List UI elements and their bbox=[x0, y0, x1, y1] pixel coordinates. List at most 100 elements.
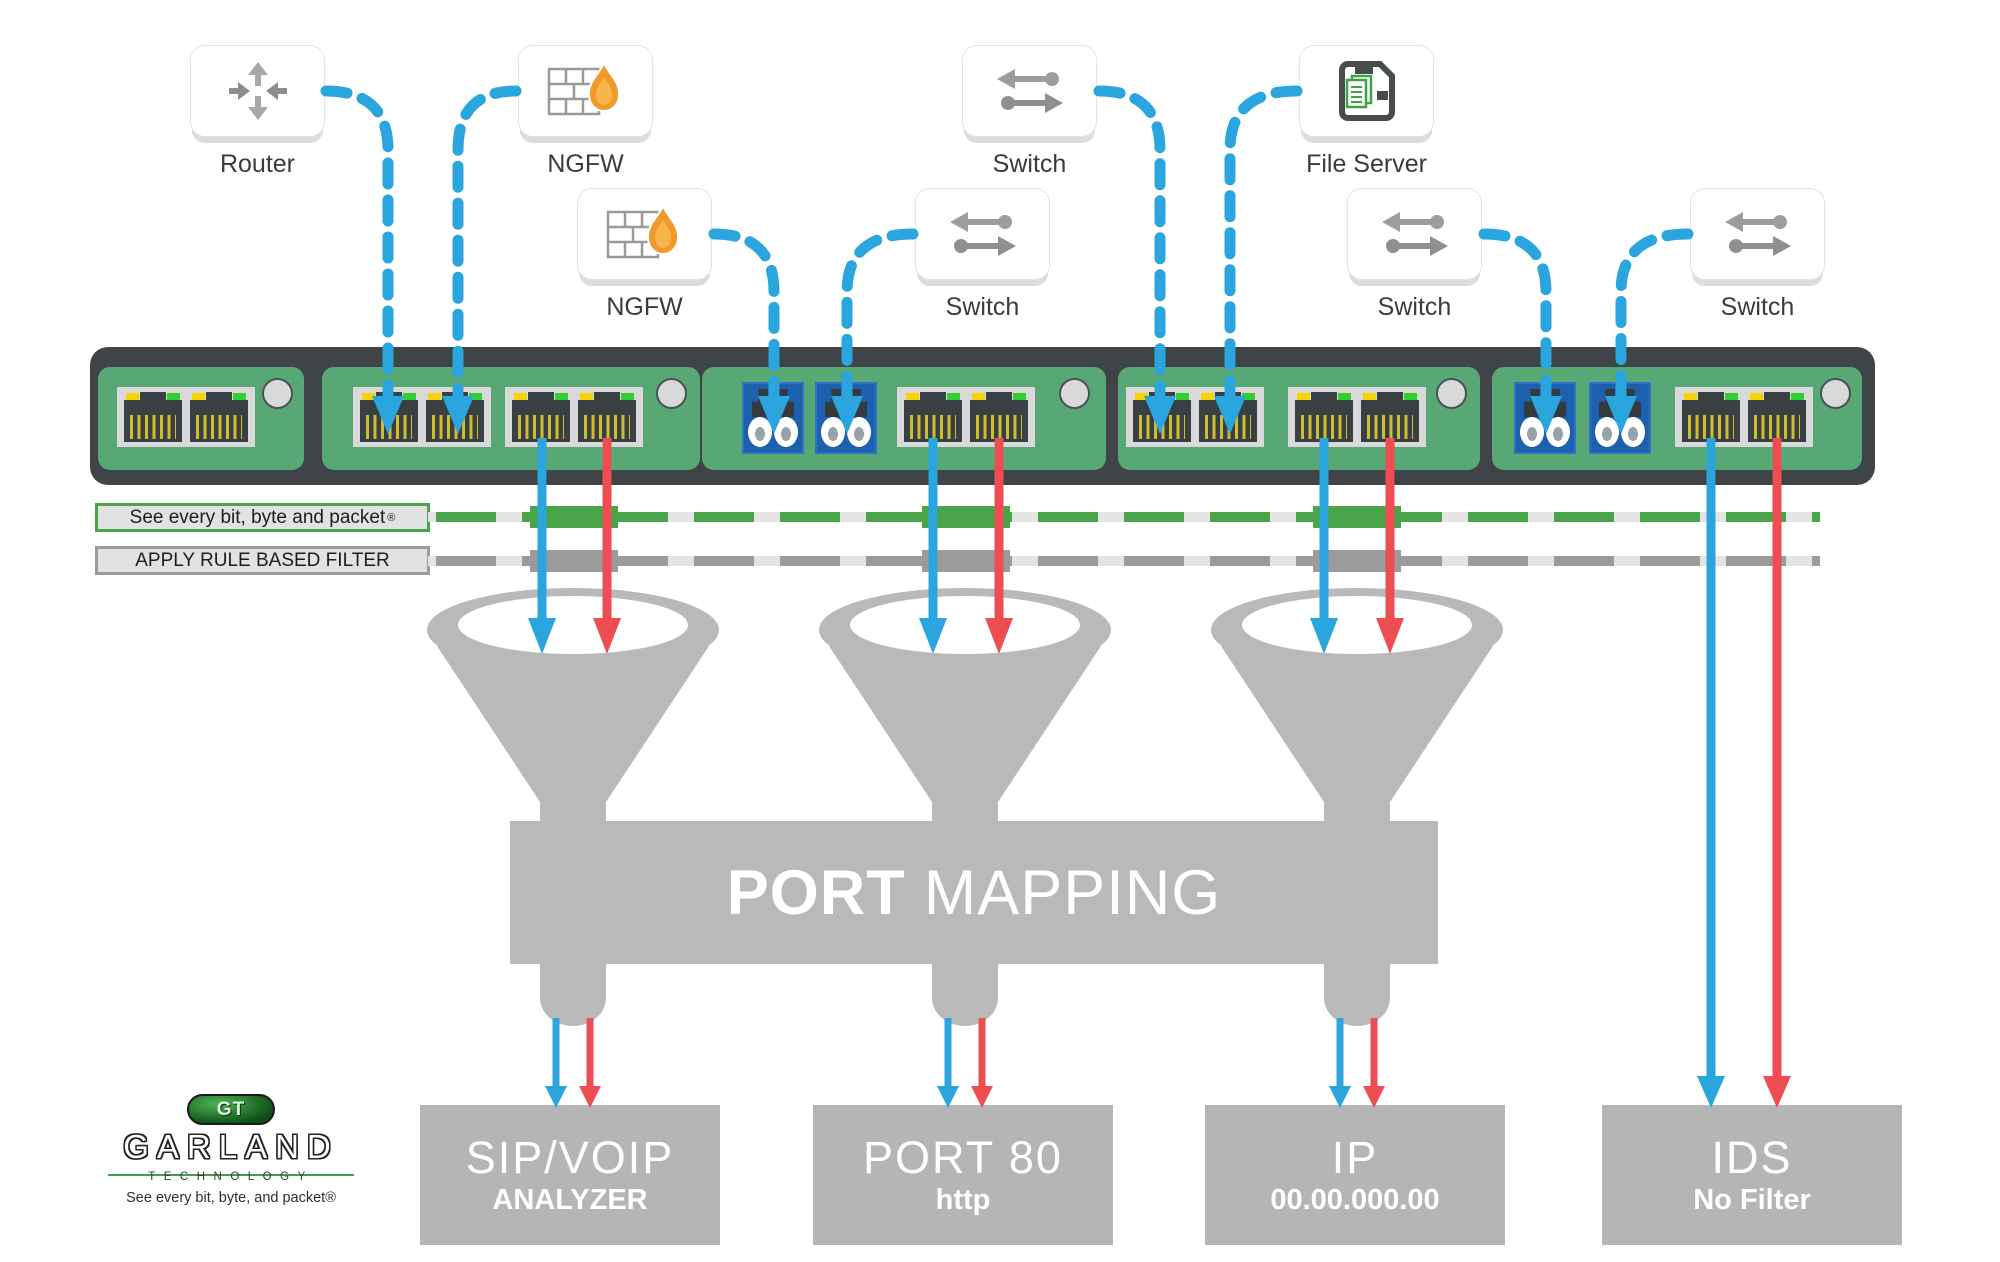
device-card bbox=[190, 45, 325, 137]
device-label: File Server bbox=[1306, 150, 1427, 178]
output-title: SIP/VOIP bbox=[465, 1131, 675, 1183]
rj45-port bbox=[426, 392, 484, 442]
module-button bbox=[656, 378, 687, 409]
device-card bbox=[915, 188, 1050, 280]
device-switch-3: Switch bbox=[1347, 188, 1482, 322]
tap-module-5 bbox=[1492, 367, 1862, 470]
firewall-icon bbox=[606, 204, 679, 259]
output-sip-voip: SIP/VOIP ANALYZER bbox=[420, 1105, 720, 1245]
output-title: IP bbox=[1331, 1131, 1379, 1183]
banner-see-every-bit: See every bit, byte and packet® bbox=[95, 503, 430, 532]
fiber-port bbox=[815, 382, 877, 454]
output-ip: IP 00.00.000.00 bbox=[1205, 1105, 1505, 1245]
ids-bypass-lines bbox=[1697, 438, 1791, 1108]
device-label: Router bbox=[219, 150, 296, 178]
rj45-port bbox=[512, 392, 570, 442]
rj45-port bbox=[1133, 392, 1191, 442]
rj45-port bbox=[1199, 392, 1257, 442]
device-card bbox=[577, 188, 712, 280]
spout bbox=[1324, 964, 1390, 1026]
rj45-port-pair bbox=[353, 387, 491, 447]
fiber-port bbox=[1589, 382, 1651, 454]
rj45-port-pair bbox=[897, 387, 1035, 447]
port-mapping-bold: PORT bbox=[726, 857, 906, 928]
rj45-port bbox=[124, 392, 182, 442]
monitor-bus-line bbox=[428, 506, 1820, 528]
device-label: Switch bbox=[945, 293, 1020, 321]
rj45-port bbox=[1748, 392, 1806, 442]
device-switch-4: Switch bbox=[1690, 188, 1825, 322]
device-switch-1: Switch bbox=[962, 45, 1097, 179]
tap-module-2 bbox=[322, 367, 700, 470]
banner-text: APPLY RULE BASED FILTER bbox=[135, 549, 390, 571]
device-file-server: File Server bbox=[1299, 45, 1434, 179]
monogram-text: GT bbox=[216, 1098, 246, 1120]
tap-module-1 bbox=[98, 367, 304, 470]
rj45-port-pair bbox=[1675, 387, 1813, 447]
module-button bbox=[262, 378, 293, 409]
spout bbox=[932, 964, 998, 1026]
port-mapping-label: PORT MAPPING bbox=[510, 821, 1438, 964]
output-title: IDS bbox=[1711, 1131, 1793, 1183]
rj45-port bbox=[360, 392, 418, 442]
switch-icon bbox=[1724, 212, 1791, 256]
module-button bbox=[1436, 378, 1467, 409]
garland-logo: GT GARLAND TECHNOLOGY See every bit, byt… bbox=[100, 1094, 362, 1206]
rj45-port-pair bbox=[1126, 387, 1264, 447]
rj45-port-pair bbox=[117, 387, 255, 447]
router-icon bbox=[228, 62, 287, 120]
device-label: Switch bbox=[1720, 293, 1795, 321]
device-switch-2: Switch bbox=[915, 188, 1050, 322]
firewall-icon bbox=[547, 61, 620, 116]
output-title: PORT 80 bbox=[863, 1131, 1063, 1183]
logo-green-line bbox=[108, 1174, 354, 1176]
device-label: Switch bbox=[1377, 293, 1452, 321]
rj45-port bbox=[578, 392, 636, 442]
switch-icon bbox=[949, 212, 1016, 256]
switch-icon bbox=[1381, 212, 1448, 256]
filter-bus-line bbox=[428, 550, 1820, 572]
rj45-port-pair bbox=[505, 387, 643, 447]
tap-module-3 bbox=[702, 367, 1106, 470]
banner-text: See every bit, byte and packet bbox=[129, 506, 386, 528]
tap-module-4 bbox=[1118, 367, 1480, 470]
file-server-icon bbox=[1338, 61, 1395, 121]
switch-icon bbox=[996, 69, 1063, 113]
device-ngfw-1: NGFW bbox=[518, 45, 653, 179]
rj45-port bbox=[904, 392, 962, 442]
rj45-port bbox=[1295, 392, 1353, 442]
output-subtitle: No Filter bbox=[1693, 1184, 1811, 1217]
fiber-port bbox=[742, 382, 804, 454]
fiber-port bbox=[1514, 382, 1576, 454]
output-subtitle: http bbox=[935, 1184, 991, 1217]
device-ngfw-2: NGFW bbox=[577, 188, 712, 322]
device-card bbox=[962, 45, 1097, 137]
device-label: NGFW bbox=[547, 150, 624, 178]
output-port-80: PORT 80 http bbox=[813, 1105, 1113, 1245]
rj45-port-pair bbox=[1288, 387, 1426, 447]
rj45-port bbox=[970, 392, 1028, 442]
device-card bbox=[518, 45, 653, 137]
output-subtitle: ANALYZER bbox=[492, 1184, 648, 1217]
registered-mark: ® bbox=[387, 511, 396, 524]
device-label: Switch bbox=[992, 150, 1067, 178]
logo-division: TECHNOLOGY bbox=[100, 1167, 362, 1183]
module-button bbox=[1059, 378, 1090, 409]
funnel-3 bbox=[1211, 588, 1503, 825]
mapped-output-lines bbox=[545, 1018, 1385, 1108]
garland-monogram-icon: GT bbox=[187, 1094, 275, 1125]
output-ids: IDS No Filter bbox=[1602, 1105, 1902, 1245]
device-label: NGFW bbox=[606, 293, 683, 321]
device-card bbox=[1347, 188, 1482, 280]
rj45-port bbox=[1682, 392, 1740, 442]
banner-apply-filter: APPLY RULE BASED FILTER bbox=[95, 546, 430, 575]
port-mapping-light: MAPPING bbox=[923, 857, 1222, 928]
logo-tagline: See every bit, byte, and packet® bbox=[126, 1190, 336, 1206]
module-button bbox=[1820, 378, 1851, 409]
device-card bbox=[1690, 188, 1825, 280]
rj45-port bbox=[190, 392, 248, 442]
rj45-port bbox=[1361, 392, 1419, 442]
funnel-1 bbox=[427, 588, 719, 825]
device-router: Router bbox=[190, 45, 325, 179]
